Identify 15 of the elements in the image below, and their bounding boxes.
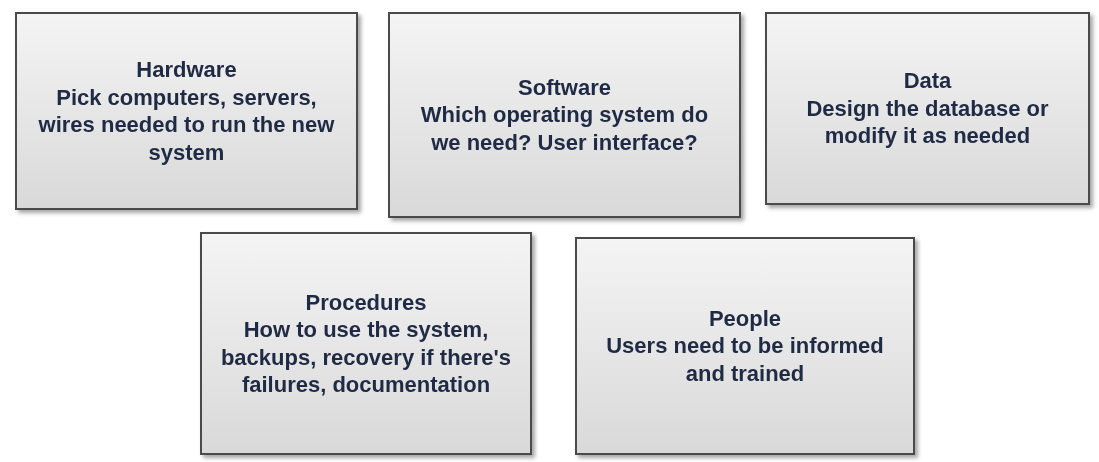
text-box: [15, 12, 358, 210]
box-heading: People: [708, 304, 782, 333]
box-heading: Procedures: [305, 288, 427, 316]
box-description: Design the database or modify it as needed: [805, 94, 1050, 150]
box-heading: Software: [518, 73, 611, 102]
box-description: Users need to be informed and trained: [605, 332, 885, 388]
text-box: [388, 12, 741, 218]
box-heading: Hardware: [136, 56, 237, 84]
box-heading: Data: [903, 67, 952, 95]
box-description: How to use the system, backups, recovery if there's failures, documentation: [219, 316, 513, 399]
text-box: [200, 232, 532, 455]
box-description: Which operating system do we need? User interface?: [419, 101, 710, 157]
text-box: [765, 12, 1090, 205]
text-box: [575, 237, 915, 455]
box-description: Pick computers, servers, wires needed to run the new system: [37, 83, 336, 166]
